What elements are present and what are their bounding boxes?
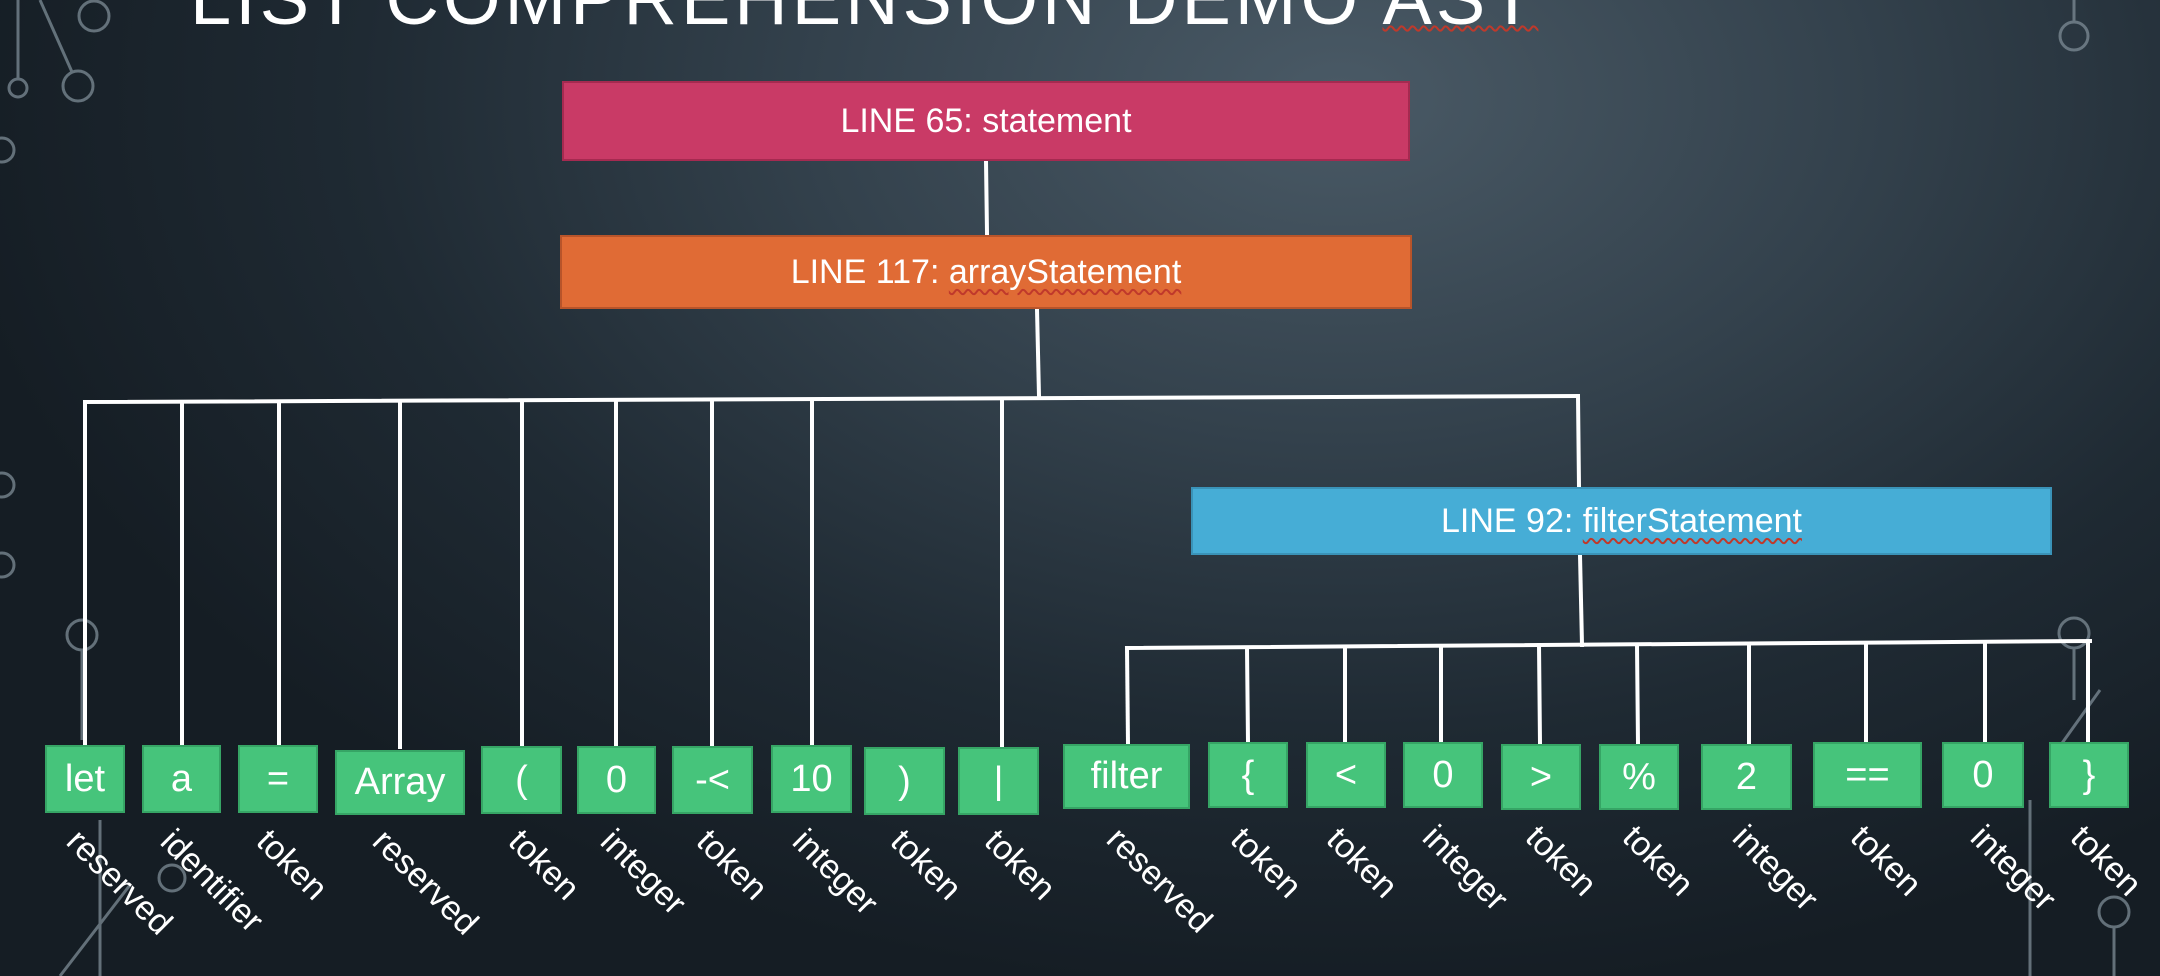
token-box: < [1306,742,1386,808]
token-type-label: token [977,822,1063,908]
token-box: 2 [1701,744,1792,810]
token-type-label: token [249,822,335,908]
token-box: 0 [1942,742,2024,808]
token-box: filter [1063,744,1190,809]
token-box: == [1813,742,1922,808]
token-box: 0 [1403,742,1483,808]
token-type-label: token [1615,818,1701,904]
token-box: } [2049,742,2129,808]
token-type-label: integer [785,822,886,923]
token-box: = [238,745,318,813]
token-type-label: token [1223,820,1309,906]
token-type-label: integer [1725,818,1826,919]
token-box: -< [672,746,753,814]
token-type-label: reserved [1099,820,1220,941]
token-box: let [45,745,125,813]
token-type-label: token [1518,818,1604,904]
token-type-label: token [2063,818,2149,904]
statement-node: LINE 65: statement [562,81,1410,161]
token-box: 0 [577,746,656,814]
token-type-label: reserved [365,822,486,943]
token-type-label: token [883,822,969,908]
token-box: > [1501,744,1581,810]
token-type-label: integer [1415,818,1516,919]
token-type-label: token [689,822,775,908]
token-type-label: integer [593,822,694,923]
token-box: Array [335,750,465,815]
token-type-label: token [501,822,587,908]
token-box: ) [864,747,945,815]
token-type-label: token [1843,818,1929,904]
token-type-label: token [1319,820,1405,906]
token-box: ( [481,746,562,814]
token-box: { [1208,742,1288,808]
token-type-label: integer [1963,818,2064,919]
token-box: | [958,747,1039,815]
filter-statement-node: LINE 92: filterStatement [1191,487,2052,555]
token-box: % [1599,744,1679,810]
token-box: a [142,745,221,813]
array-statement-node: LINE 117: arrayStatement [560,235,1412,309]
token-box: 10 [771,745,852,813]
slide-title: LIST COMPREHENSION DEMO AST [190,0,1538,44]
